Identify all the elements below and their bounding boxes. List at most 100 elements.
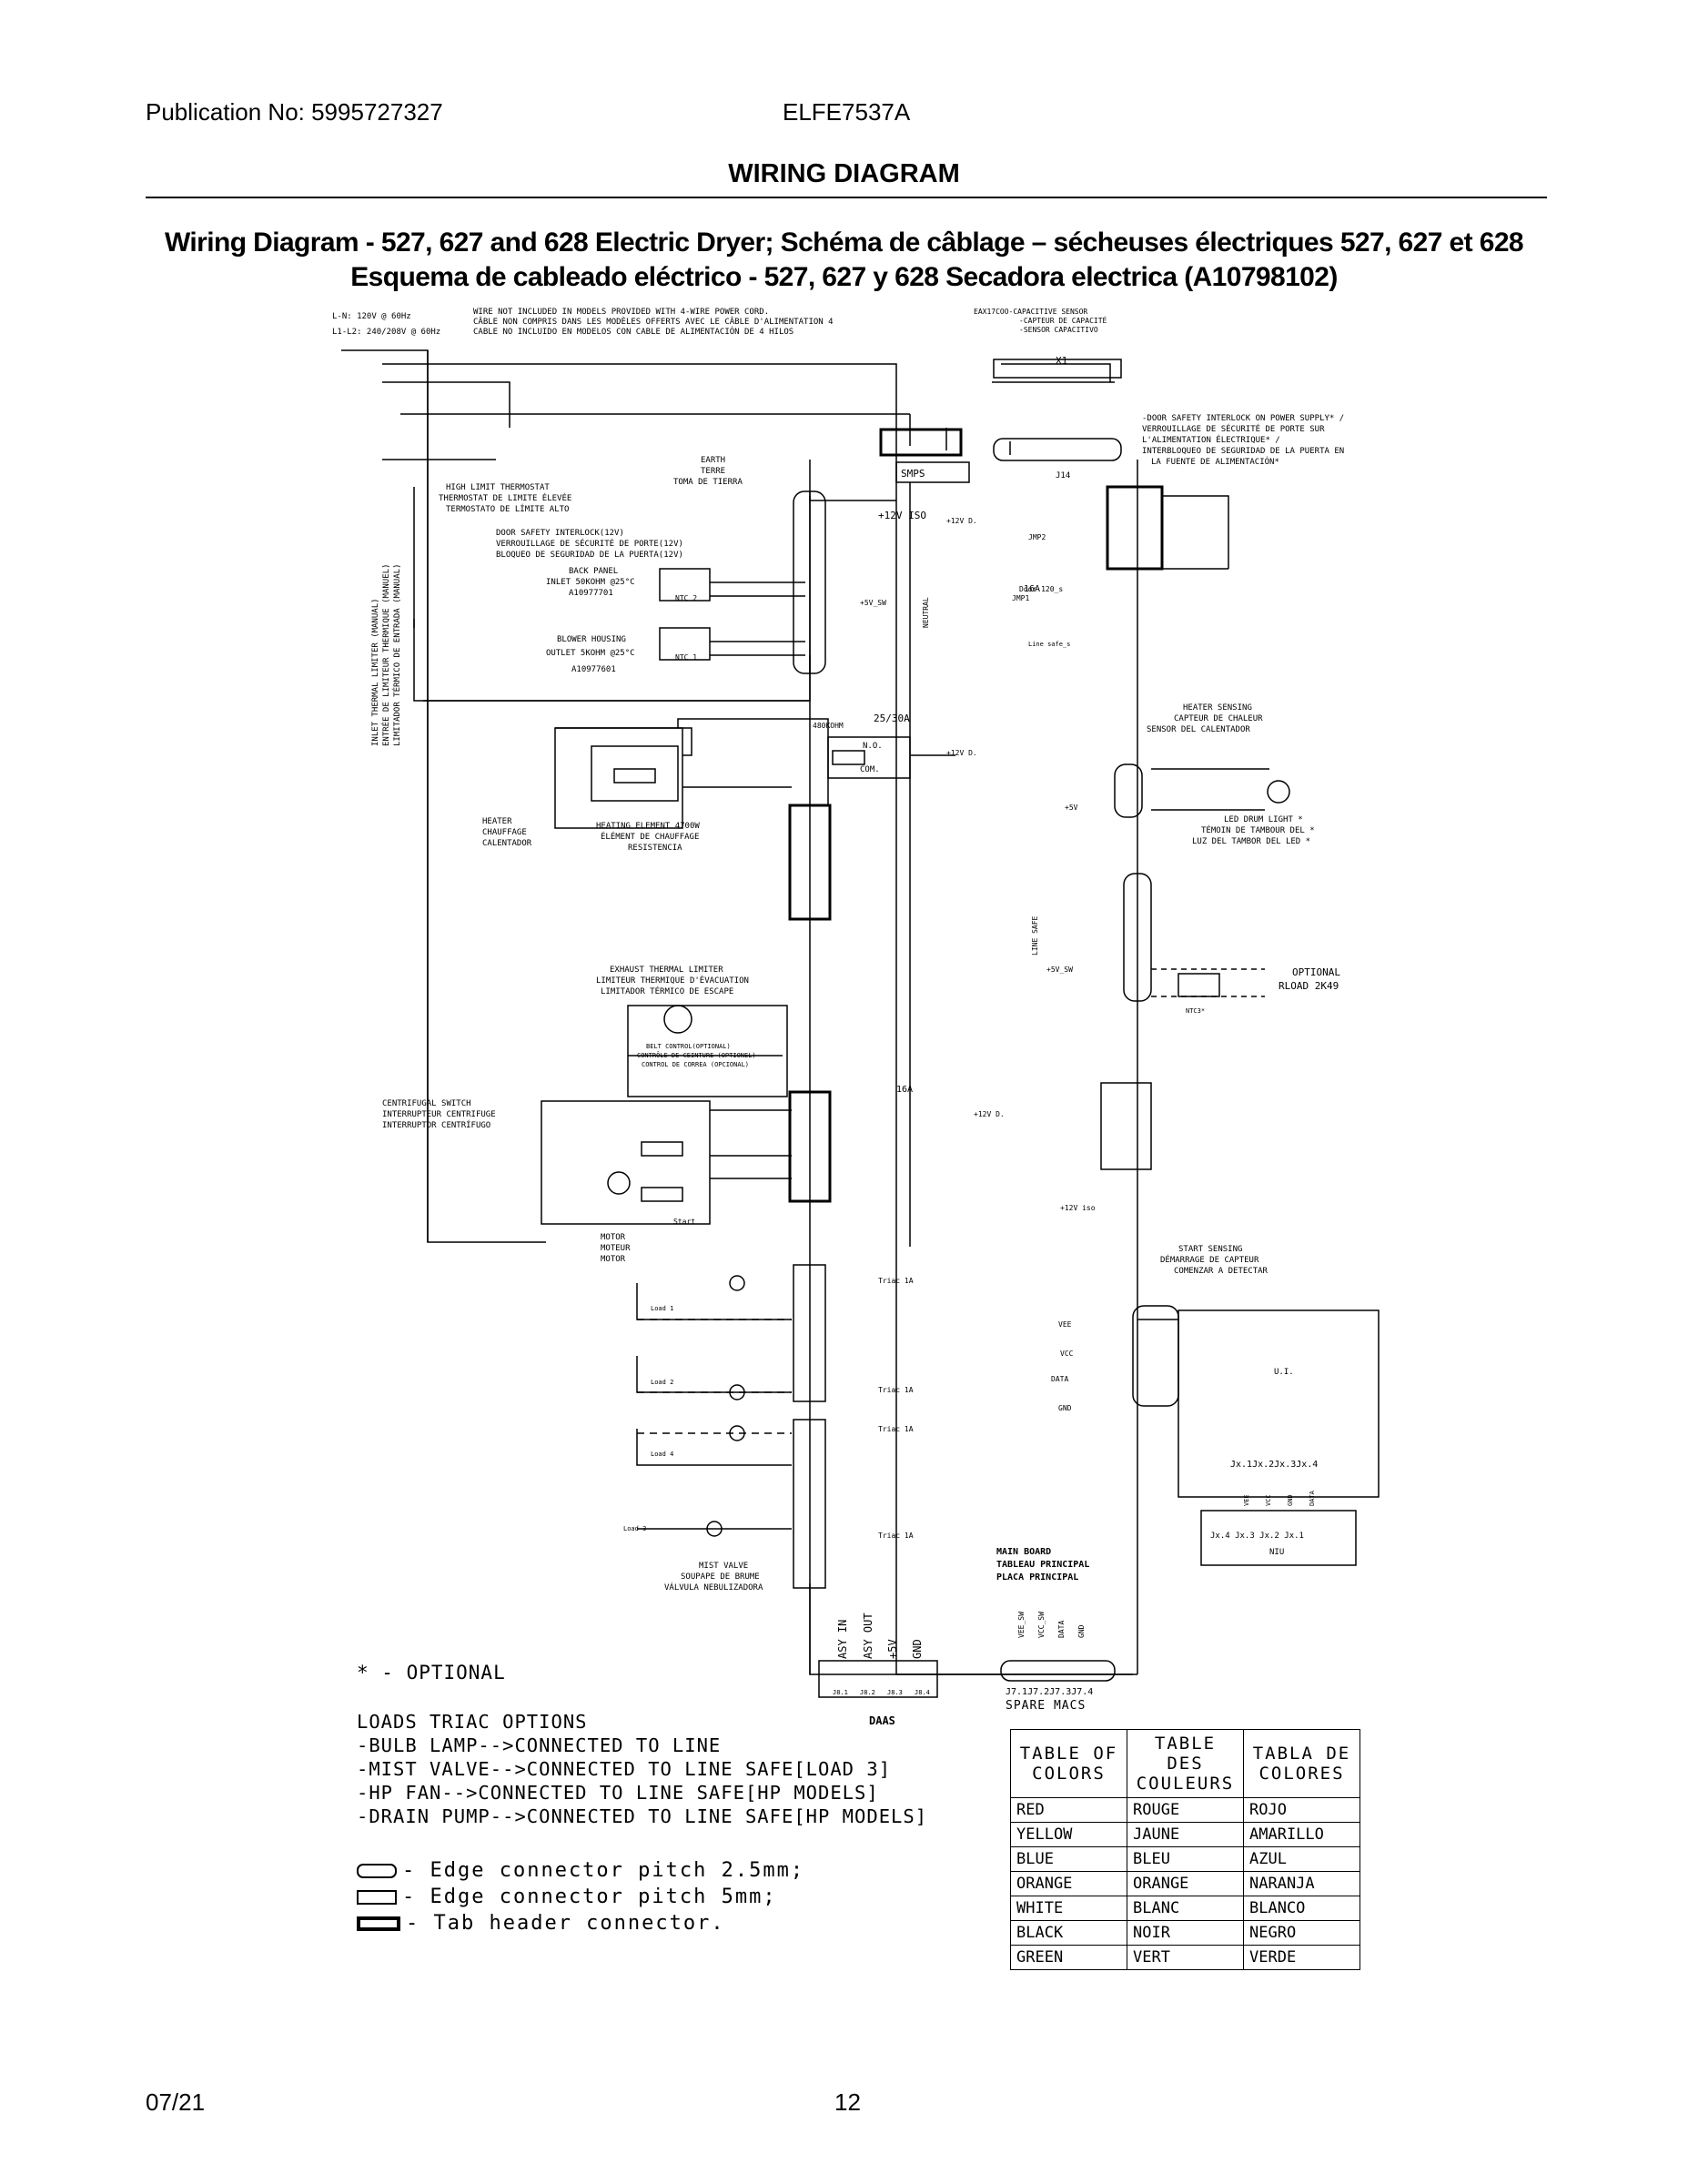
wire-note-3: CABLE NO INCLUIDO EN MODELOS CON CABLE D… xyxy=(473,326,793,337)
door-note-1: -DOOR SAFETY INTERLOCK ON POWER SUPPLY* … xyxy=(1142,414,1344,423)
table-cell: JAUNE xyxy=(1127,1822,1244,1847)
daas-pin-2: ASY OUT xyxy=(862,1613,874,1659)
load-option-1: -BULB LAMP-->CONNECTED TO LINE xyxy=(357,1734,722,1756)
load-option-4: -DRAIN PUMP-->CONNECTED TO LINE SAFE[HP … xyxy=(357,1805,928,1827)
sensor-note-2: -CAPTEUR DE CAPACITÉ xyxy=(1019,315,1107,325)
table-cell: BLACK xyxy=(1010,1920,1127,1946)
color-table: TABLE OF COLORS TABLE DES COULEURS TABLA… xyxy=(1010,1729,1360,1970)
no-label: N.O. xyxy=(863,742,883,751)
publication-number: Publication No: 5995727327 xyxy=(146,98,443,126)
triac-label-3: Triac 1A xyxy=(878,1425,914,1433)
color-header-es: TABLA DE COLORES xyxy=(1243,1729,1360,1798)
exhaust-1: EXHAUST THERMAL LIMITER xyxy=(610,966,723,975)
door120-label: Door 120_s xyxy=(1019,585,1063,593)
ui-pin-vee: VEE xyxy=(1058,1320,1072,1329)
load1-label: Load 1 xyxy=(651,1305,673,1312)
inlet-limiter-2: ENTRÉE DE LIMITEUR THERMIQUE (MANUEL) xyxy=(380,564,391,746)
back-panel-1: BACK PANEL xyxy=(569,567,618,576)
high-limit-2: THERMOSTAT DE LIMITE ÉLEVÉE xyxy=(439,492,571,503)
tab-header-icon xyxy=(357,1916,400,1931)
legend-tab-header: - Tab header connector. xyxy=(357,1912,725,1935)
niu-pin-2: VCC xyxy=(1265,1494,1272,1506)
table-cell: ORANGE xyxy=(1127,1871,1244,1896)
jmp2-label: JMP2 xyxy=(1028,533,1046,541)
blower-2: OUTLET 5KOHM @25°C xyxy=(546,649,635,658)
color-header-fr: TABLE DES COULEURS xyxy=(1127,1729,1244,1798)
daas-conn-4: J8.4 xyxy=(915,1689,930,1696)
load-option-3: -HP FAN-->CONNECTED TO LINE SAFE[HP MODE… xyxy=(357,1782,879,1804)
start-label: Start xyxy=(673,1218,695,1226)
daas-label: DAAS xyxy=(869,1714,895,1727)
motor-3: MOTOR xyxy=(601,1255,626,1264)
table-cell: NOIR xyxy=(1127,1920,1244,1946)
table-cell: NEGRO xyxy=(1243,1920,1360,1946)
section-title: WIRING DIAGRAM xyxy=(728,159,960,188)
heating-element-3: RESISTENCIA xyxy=(628,844,682,853)
inlet-limiter-1: INLET THERMAL LIMITER (MANUAL) xyxy=(371,598,380,746)
niu-top: Jx.1Jx.2Jx.3Jx.4 xyxy=(1230,1460,1318,1470)
niu-pin-4: DATA xyxy=(1309,1490,1316,1506)
com-label: COM. xyxy=(860,765,880,774)
jmp1-label: JMP1 xyxy=(1012,594,1029,602)
legend-edge-5: - Edge connector pitch 5mm; xyxy=(357,1886,777,1908)
mist-1: MIST VALVE xyxy=(699,1562,748,1571)
loads-header: LOADS TRIAC OPTIONS xyxy=(357,1711,588,1733)
heating-element-1: HEATING ELEMENT 4700W xyxy=(596,822,700,831)
door12-3: BLOQUEO DE SEGURIDAD DE LA PUERTA(12V) xyxy=(496,551,683,560)
twelve-v-3: +12V D. xyxy=(974,1110,1005,1118)
five-v-sw-2: +5V_SW xyxy=(1046,966,1073,974)
wire-note-2: CÂBLE NON COMPRIS DANS LES MODÈLES OFFER… xyxy=(473,316,834,327)
table-cell: RED xyxy=(1010,1797,1127,1823)
belt-2: CONTRÔLE DE CEINTURE (OPTIONEL) xyxy=(637,1051,756,1059)
ui-pin-vcc: VCC xyxy=(1060,1350,1074,1358)
diagram-title-line1: Wiring Diagram - 527, 627 and 628 Electr… xyxy=(164,228,1524,258)
belt-3: CONTROL DE CORREA (OPCIONAL) xyxy=(642,1061,749,1068)
edge-connector-25-icon xyxy=(357,1864,397,1878)
j14-label: J14 xyxy=(1056,471,1070,480)
led-1: LED DRUM LIGHT * xyxy=(1224,815,1303,824)
triac-label-4: Triac 1A xyxy=(878,1532,914,1540)
iso-label: +12V ISO xyxy=(878,510,926,521)
twelve-v-2: +12V D. xyxy=(946,749,977,757)
centrifugal-2: INTERRUPTEUR CENTRIFUGE xyxy=(382,1110,496,1119)
door-note-4: INTERBLOQUEO DE SEGURIDAD DE LA PUERTA E… xyxy=(1142,447,1344,456)
mist-3: VÁLVULA NEBULIZADORA xyxy=(664,1582,763,1592)
x1-label: X1 xyxy=(1056,355,1067,367)
ntc3-label: NTC3* xyxy=(1186,1007,1205,1015)
motor-2: MOTEUR xyxy=(601,1244,631,1253)
heater-3: CALENTADOR xyxy=(482,839,532,848)
table-cell: BLUE xyxy=(1010,1846,1127,1872)
table-cell: WHITE xyxy=(1010,1896,1127,1921)
back-panel-2: INLET 50KOHM @25°C xyxy=(546,578,635,587)
table-cell: ORANGE xyxy=(1010,1871,1127,1896)
niu-label: NIU xyxy=(1269,1548,1284,1557)
start-sensing-3: COMENZAR A DETECTAR xyxy=(1174,1267,1269,1276)
led-3: LUZ DEL TAMBOR DEL LED * xyxy=(1192,837,1310,846)
daas-pin-3: +5V xyxy=(886,1639,899,1659)
table-cell: BLEU xyxy=(1127,1846,1244,1872)
table-cell: ROJO xyxy=(1243,1797,1360,1823)
table-cell: BLANC xyxy=(1127,1896,1244,1921)
blower-3: A10977601 xyxy=(571,665,616,674)
sensor-note-3: -SENSOR CAPACITIVO xyxy=(1019,326,1098,334)
model-number: ELFE7537A xyxy=(783,98,911,126)
footer-date: 07/21 xyxy=(146,2088,206,2116)
triac-label-1: Triac 1A xyxy=(878,1277,914,1285)
door12-1: DOOR SAFETY INTERLOCK(12V) xyxy=(496,529,624,538)
supply-label-1: L-N: 120V @ 60Hz xyxy=(332,312,411,321)
start-sensing-1: START SENSING xyxy=(1178,1245,1242,1254)
page-number: 12 xyxy=(834,2088,861,2116)
load2-label: Load 2 xyxy=(651,1379,673,1386)
five-v-label: +5V xyxy=(1065,804,1078,812)
macs-pin-4: GND xyxy=(1077,1624,1086,1638)
neutral-label: NEUTRAL xyxy=(922,597,930,628)
back-panel-3: A10977701 xyxy=(569,589,613,598)
triac-label-2: Triac 1A xyxy=(878,1386,914,1394)
edge-connector-5-icon xyxy=(357,1890,397,1905)
relay-label: 25/30A xyxy=(874,713,910,724)
heater-2: CHAUFFAGE xyxy=(482,828,527,837)
